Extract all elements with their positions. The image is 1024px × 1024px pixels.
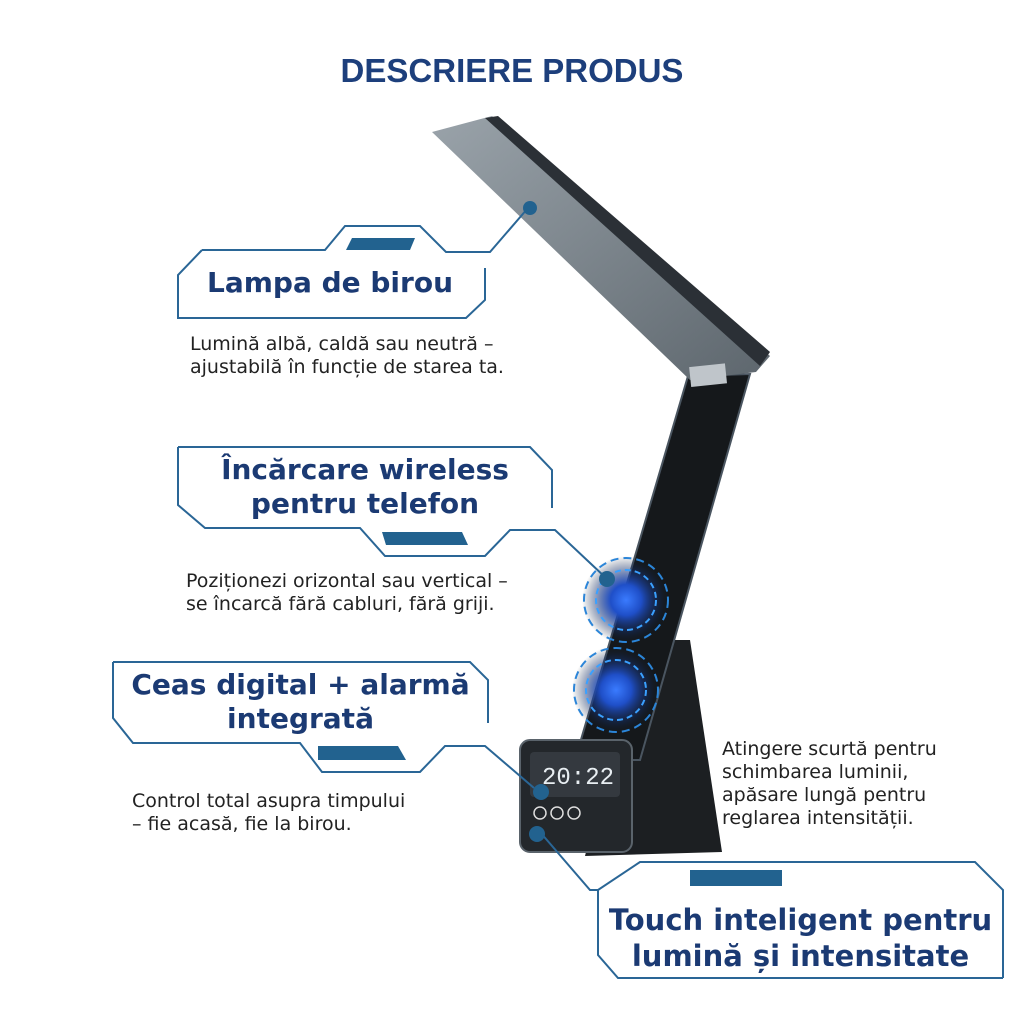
wireless-heading: Încărcare wireless pentru telefon bbox=[221, 453, 509, 520]
clock-desc: Control total asupra timpului – fie acas… bbox=[132, 790, 406, 835]
touch-desc: Atingere scurtă pentru schimbarea lumini… bbox=[722, 738, 937, 829]
page-title: DESCRIERE PRODUS bbox=[340, 52, 684, 89]
charging-coil-icon bbox=[572, 646, 660, 734]
alarm-icon bbox=[567, 806, 581, 820]
wireless-desc: Poziționezi orizontal sau vertical – se … bbox=[186, 570, 508, 615]
clock-heading: Ceas digital + alarmă integrată bbox=[131, 668, 470, 735]
power-icon bbox=[550, 806, 564, 820]
accent-bars bbox=[318, 238, 782, 886]
timer-icon bbox=[533, 806, 547, 820]
desk-lamp-image: 20:22 bbox=[432, 116, 770, 856]
lamp-desc: Lumină albă, caldă sau neutră – ajustabi… bbox=[190, 333, 504, 378]
touch-heading: Touch inteligent pentru lumină și intens… bbox=[608, 903, 993, 973]
callout-frames bbox=[112, 207, 1004, 979]
lamp-head bbox=[432, 116, 770, 380]
lamp-heading: Lampa de birou bbox=[207, 266, 453, 299]
callout-dots bbox=[523, 201, 615, 842]
clock-display: 20:22 bbox=[542, 765, 614, 792]
